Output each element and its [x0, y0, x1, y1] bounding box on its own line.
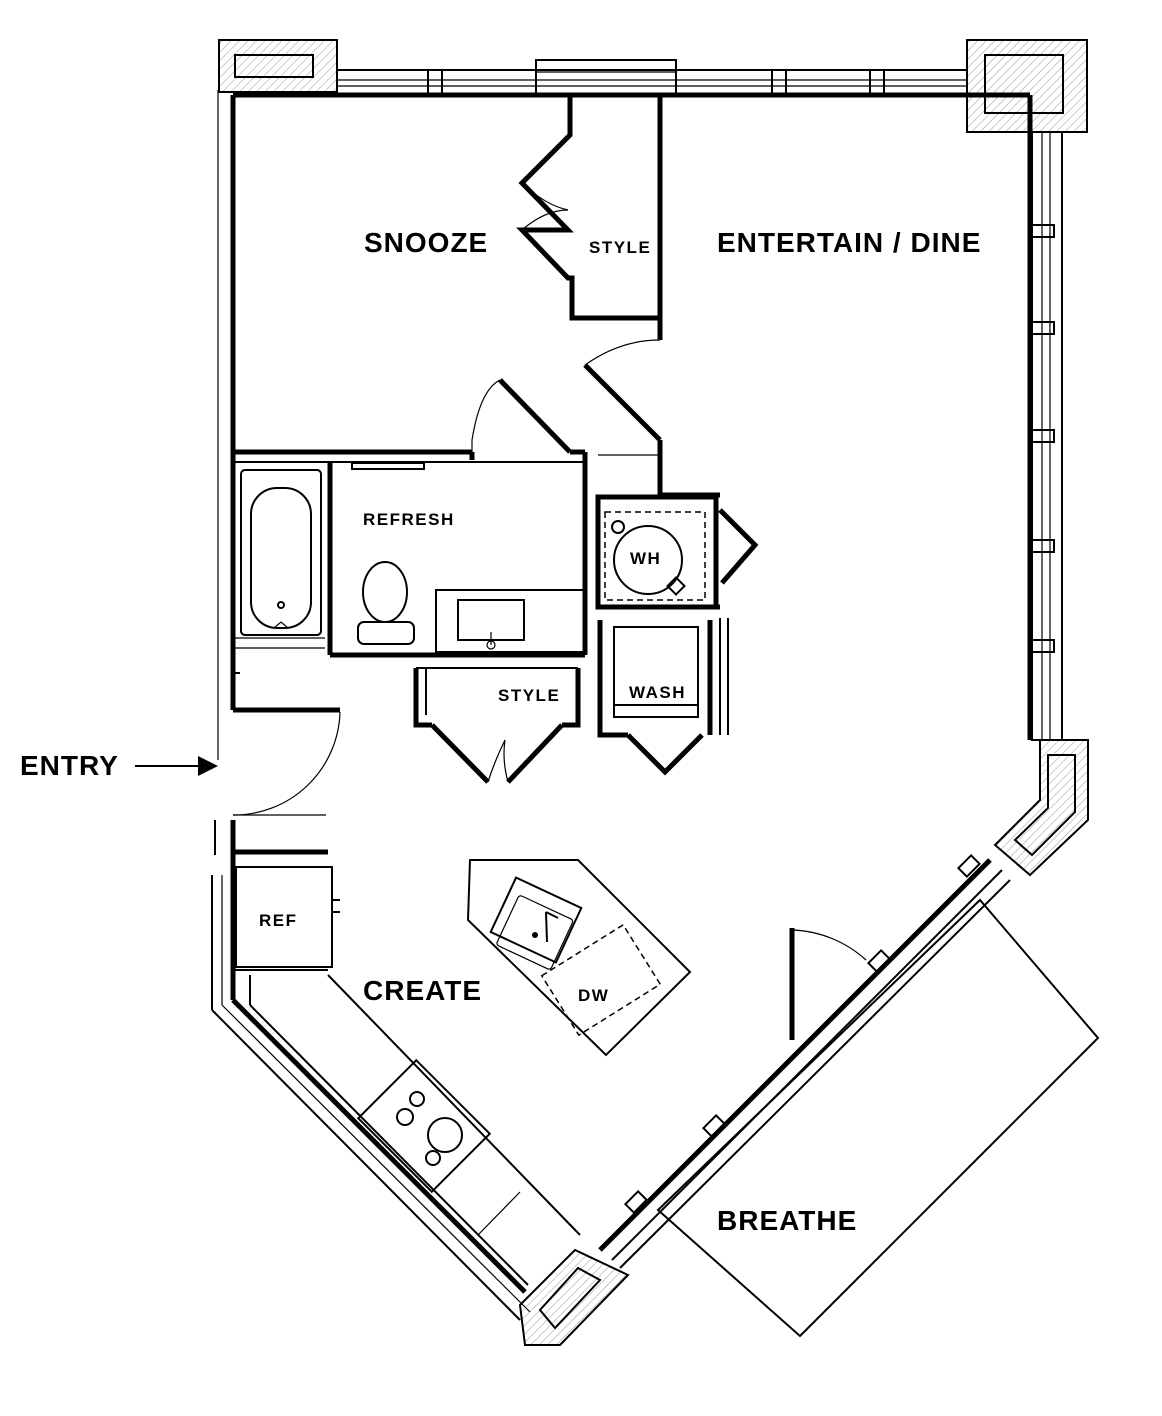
corner-column-top-left	[218, 39, 338, 93]
room-label-wash: WASH	[629, 683, 686, 702]
corner-column-top-right	[966, 39, 1088, 133]
room-label-wh: WH	[630, 549, 662, 568]
room-label-snooze: SNOOZE	[364, 227, 489, 258]
room-label-breathe: BREATHE	[717, 1205, 858, 1236]
entry-door[interactable]	[232, 672, 341, 816]
room-label-refresh: REFRESH	[363, 510, 455, 529]
top-window-wall	[336, 59, 968, 95]
entry-label: ENTRY	[20, 750, 119, 781]
room-label-ref: REF	[259, 911, 298, 930]
entry-arrow	[135, 756, 218, 776]
laundry-closet	[597, 604, 729, 776]
room-label-entertain-dine: ENTERTAIN / DINE	[717, 227, 982, 258]
hall-closet	[413, 667, 581, 784]
corner-column-bottom	[518, 1248, 630, 1346]
water-heater-closet	[595, 492, 759, 610]
kitchen	[233, 849, 692, 1286]
room-label-dw: DW	[578, 986, 610, 1005]
room-label-style-hall: STYLE	[498, 686, 561, 705]
bathroom	[233, 461, 585, 658]
diagonal-window-wall	[598, 853, 1011, 1269]
balcony	[656, 898, 1100, 1338]
room-label-style-bedroom: STYLE	[589, 238, 652, 257]
room-label-create: CREATE	[363, 975, 483, 1006]
right-window-wall	[1031, 131, 1063, 741]
bedroom-walls	[233, 97, 663, 655]
left-wall	[211, 90, 531, 1321]
corner-column-right	[993, 739, 1089, 877]
